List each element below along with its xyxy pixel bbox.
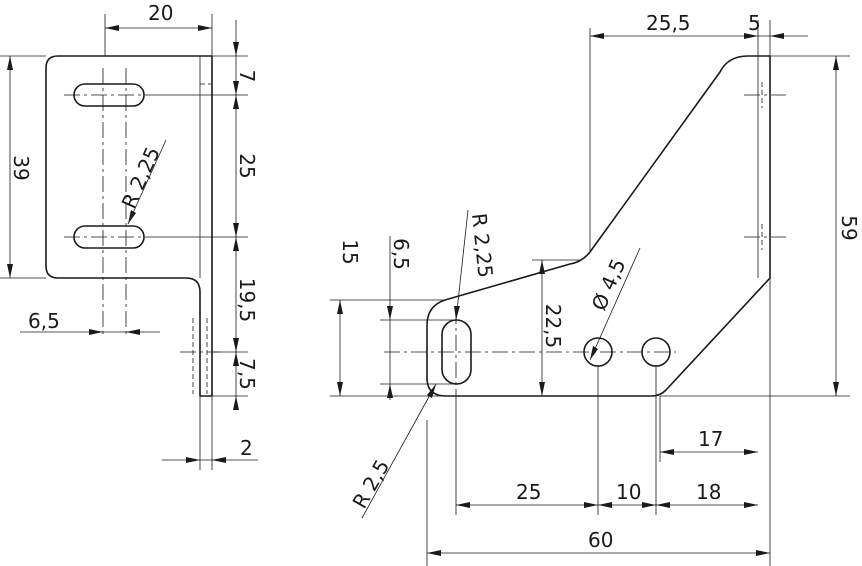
- dim-tab-hole-offset: 7,5: [235, 358, 259, 390]
- arrow: [233, 352, 239, 366]
- dim-side-height: 39: [9, 155, 33, 180]
- dim-hole-pitch: 10: [616, 480, 641, 504]
- arrow: [387, 306, 393, 320]
- leader-front-slot-radius: [455, 209, 469, 321]
- dim-hole-to-edge: 17: [698, 427, 723, 451]
- dim-heel-height: 15: [338, 239, 362, 264]
- dim-lower-section: 19,5: [235, 278, 259, 323]
- arrow: [198, 25, 212, 31]
- arrow: [770, 33, 784, 39]
- side-view-outline: [45, 55, 213, 397]
- dim-slot-top-offset: 7: [235, 70, 259, 83]
- arrow: [642, 502, 656, 508]
- arrow: [337, 382, 343, 396]
- dim-slot-x-offset: 6,5: [28, 309, 60, 333]
- arrow: [427, 550, 441, 556]
- arrow: [186, 457, 200, 463]
- arrow: [584, 502, 598, 508]
- arrow: [590, 346, 598, 360]
- dim-side-slot-radius: R 2,25: [117, 143, 165, 212]
- arrow: [89, 329, 103, 335]
- arrow: [427, 384, 436, 398]
- arrow: [7, 264, 13, 278]
- arrow: [744, 449, 758, 455]
- arrow: [456, 502, 470, 508]
- dim-top-width: 25,5: [646, 11, 691, 35]
- arrow: [744, 502, 758, 508]
- arrow: [233, 338, 239, 352]
- arrow: [233, 81, 239, 95]
- arrow: [744, 33, 758, 39]
- arrow: [233, 223, 239, 237]
- dim-slot-pitch: 25: [235, 153, 259, 178]
- dim-side-width: 20: [148, 1, 173, 25]
- dim-overall-length: 60: [588, 528, 613, 552]
- arrow: [539, 260, 545, 274]
- arrow: [233, 42, 239, 56]
- arrow: [337, 300, 343, 314]
- dim-front-height: 59: [837, 215, 861, 240]
- front-view: 25,5 5 59 15 6,5 22,5 R 2,25: [330, 11, 861, 566]
- arrow: [656, 502, 670, 508]
- arrow: [833, 382, 839, 396]
- arrow: [126, 329, 140, 335]
- arrow: [454, 306, 460, 320]
- dim-hole-to-flange: 18: [696, 480, 721, 504]
- dim-corner-radius: R 2,5: [348, 455, 395, 512]
- dim-shoulder-height: 22,5: [541, 304, 565, 349]
- dim-front-slot-radius: R 2,25: [467, 212, 498, 279]
- leader-hole-diameter: [589, 247, 641, 361]
- arrow: [128, 210, 136, 224]
- arrow: [833, 56, 839, 70]
- arrow: [387, 384, 393, 398]
- arrow: [598, 502, 612, 508]
- arrow: [233, 237, 239, 251]
- arrow: [233, 95, 239, 109]
- arrow: [539, 382, 545, 396]
- leader-corner-radius: [361, 383, 437, 519]
- arrow: [212, 457, 226, 463]
- front-view-outline: [426, 55, 771, 397]
- arrow: [7, 56, 13, 70]
- dim-slot-to-hole: 25: [516, 480, 541, 504]
- arrow: [660, 449, 674, 455]
- arrow: [105, 25, 119, 31]
- dim-slot-height: 6,5: [389, 238, 413, 270]
- leader-side-radius: [127, 139, 167, 225]
- arrow: [590, 33, 604, 39]
- dim-thickness: 2: [240, 436, 253, 460]
- arrow: [756, 550, 770, 556]
- side-view: 20 39 7 25 19,5 7,5 6,5: [0, 1, 259, 470]
- dim-flange: 5: [748, 11, 761, 35]
- arrow: [233, 396, 239, 410]
